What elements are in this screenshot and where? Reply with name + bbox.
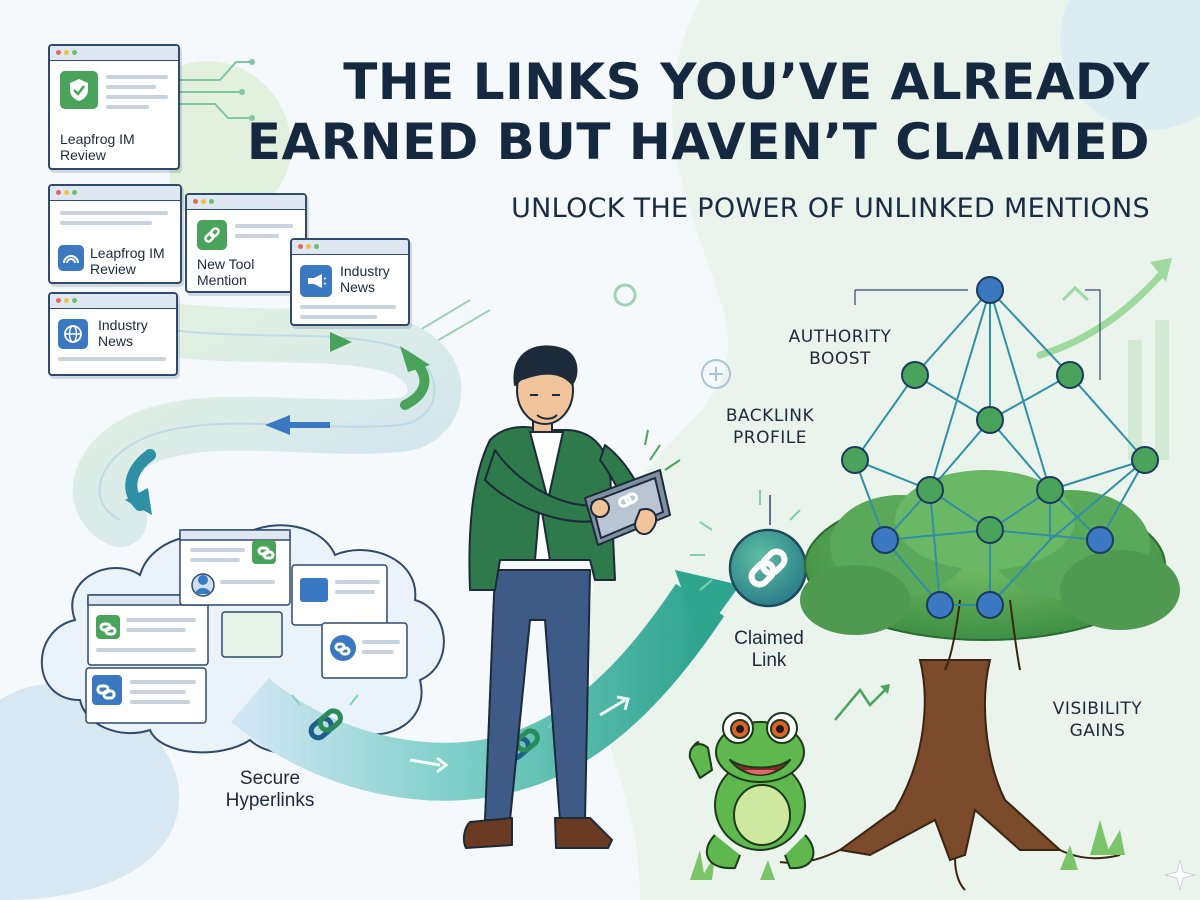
frog-mascot xyxy=(688,712,815,870)
page-title: THE LINKS YOU’VE ALREADY EARNED BUT HAVE… xyxy=(150,52,1150,172)
backlink-network-nodes xyxy=(841,276,1159,619)
mention-card-new-tool: New Tool Mention xyxy=(185,193,307,293)
authority-boost-label: AUTHORITY BOOST xyxy=(788,327,892,369)
green-backdrop xyxy=(588,0,1200,900)
claimed-link-badge xyxy=(728,528,808,608)
mention-card-industry-news-1: Industry News xyxy=(290,238,410,326)
card-label: Industry News xyxy=(340,263,390,295)
mention-card-leapfrog-review-1: Leapfrog IM Review xyxy=(48,44,180,170)
link-icon xyxy=(197,220,227,250)
backlink-profile-label: BACKLINK PROFILE xyxy=(725,406,815,448)
ribbon-arrowhead xyxy=(675,570,740,640)
shield-check-icon xyxy=(60,71,98,109)
globe-icon xyxy=(58,319,88,349)
mention-card-industry-news-2: Industry News xyxy=(48,292,178,376)
secure-hyperlinks-label: Secure Hyperlinks xyxy=(225,768,315,811)
claimed-link-label: Claimed Link xyxy=(734,628,804,671)
backlink-network-lines xyxy=(853,289,1147,606)
card-label: Industry News xyxy=(98,317,148,349)
mention-card-leapfrog-review-2: Leapfrog IM Review xyxy=(48,184,182,284)
title-line-1: THE LINKS YOU’VE ALREADY xyxy=(343,53,1150,111)
title-line-2: EARNED BUT HAVEN’T CLAIMED xyxy=(246,113,1150,171)
card-label: Leapfrog IM Review xyxy=(90,245,165,277)
rainbow-icon xyxy=(58,245,84,271)
person-illustration xyxy=(462,345,671,849)
page-subtitle: UNLOCK THE POWER OF UNLINKED MENTIONS xyxy=(511,193,1150,224)
link-flow-ribbon xyxy=(231,583,725,801)
card-label: New Tool Mention xyxy=(197,256,255,288)
card-label: Leapfrog IM Review xyxy=(60,131,135,163)
chain-icon xyxy=(308,708,343,741)
visibility-gains-label: VISIBILITY GAINS xyxy=(1052,699,1143,741)
megaphone-icon xyxy=(300,265,332,297)
